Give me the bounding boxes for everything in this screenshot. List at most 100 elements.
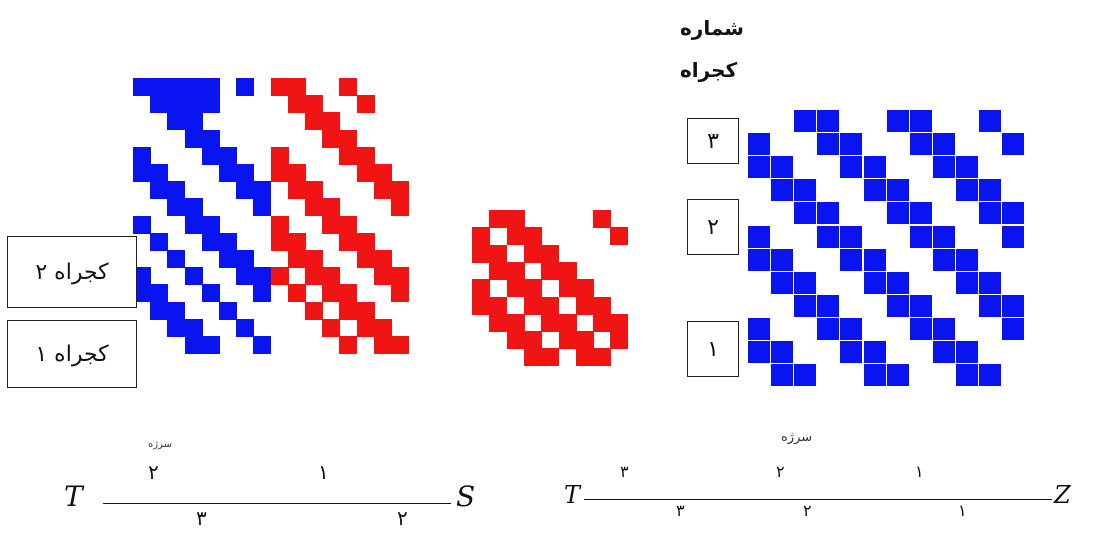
title-line-1: شماره (680, 16, 744, 40)
blue-cell (133, 78, 151, 96)
blue-cell (167, 198, 185, 216)
red-cell (322, 284, 340, 302)
blue-cell (219, 250, 237, 268)
blue-cell (864, 364, 886, 386)
red-cell (322, 216, 340, 234)
label-diagonal-2-text: کجراه ۲ (35, 259, 109, 285)
red-cell (322, 198, 340, 216)
red-cell (288, 95, 306, 113)
blue-cell (979, 179, 1001, 201)
blue-cell (167, 319, 185, 337)
blue-cell (771, 341, 793, 363)
red-cell (391, 284, 409, 302)
red-cell (507, 331, 525, 349)
red-cell (288, 164, 306, 182)
blue-cell (253, 284, 271, 302)
red-cell (271, 216, 289, 234)
right-top-number-1: ۳ (620, 462, 629, 481)
blue-cell (887, 295, 909, 317)
red-cell (391, 181, 409, 199)
blue-cell (236, 164, 254, 182)
red-cell (489, 314, 507, 332)
red-cell (374, 250, 392, 268)
blue-cell (840, 341, 862, 363)
blue-cell (1002, 295, 1024, 317)
red-cell (576, 331, 594, 349)
blue-cell (202, 336, 220, 354)
blue-cell (202, 147, 220, 165)
red-cell (610, 331, 628, 349)
row-number-1: ۱ (687, 321, 739, 377)
red-cell (593, 314, 611, 332)
blue-cell (910, 226, 932, 248)
blue-cell (956, 249, 978, 271)
blue-cell (771, 156, 793, 178)
left-bottom-number-1: ۳ (196, 506, 207, 530)
red-cell (610, 314, 628, 332)
blue-cell (1002, 318, 1024, 340)
red-cell (271, 147, 289, 165)
blue-cell (956, 364, 978, 386)
red-cell (507, 262, 525, 280)
red-cell (288, 284, 306, 302)
blue-cell (219, 302, 237, 320)
blue-cell (910, 295, 932, 317)
blue-cell (748, 249, 770, 271)
left-top-number-1: ۲ (148, 460, 159, 484)
red-cell (472, 245, 490, 263)
red-cell (593, 210, 611, 228)
right-end-letter: Z (1054, 481, 1071, 509)
red-cell (322, 112, 340, 130)
red-cell (339, 284, 357, 302)
blue-cell (817, 133, 839, 155)
blue-cell (794, 110, 816, 132)
red-cell (339, 302, 357, 320)
blue-cell (253, 181, 271, 199)
red-cell (489, 262, 507, 280)
blue-cell (933, 318, 955, 340)
blue-cell (150, 233, 168, 251)
blue-cell (794, 364, 816, 386)
blue-cell (253, 198, 271, 216)
blue-cell (887, 110, 909, 132)
red-cell (339, 147, 357, 165)
left-start-letter: T (64, 480, 83, 513)
row-number-2-text: ۲ (707, 214, 719, 240)
red-cell (339, 233, 357, 251)
blue-cell (748, 341, 770, 363)
blue-cell (185, 112, 203, 130)
red-cell (357, 95, 375, 113)
blue-cell (150, 302, 168, 320)
blue-cell (794, 272, 816, 294)
red-cell (271, 164, 289, 182)
blue-cell (933, 133, 955, 155)
blue-cell (771, 364, 793, 386)
blue-cell (167, 95, 185, 113)
red-cell (489, 210, 507, 228)
blue-cell (794, 202, 816, 224)
red-cell (541, 245, 559, 263)
blue-cell (1002, 202, 1024, 224)
red-cell (524, 297, 542, 315)
blue-cell (887, 272, 909, 294)
blue-cell (910, 110, 932, 132)
red-cell (507, 210, 525, 228)
red-cell (489, 297, 507, 315)
blue-cell (933, 341, 955, 363)
blue-cell (133, 216, 151, 234)
blue-cell (167, 181, 185, 199)
label-diagonal-1-text: کجراه ۱ (35, 341, 109, 367)
blue-cell (864, 156, 886, 178)
red-cell (357, 233, 375, 251)
blue-cell (933, 226, 955, 248)
red-cell (472, 227, 490, 245)
blue-cell (817, 318, 839, 340)
blue-cell (133, 164, 151, 182)
red-cell (339, 336, 357, 354)
blue-cell (817, 110, 839, 132)
blue-cell (817, 202, 839, 224)
red-cell (305, 267, 323, 285)
left-caption: سرژه (148, 439, 172, 450)
red-cell (288, 78, 306, 96)
left-axis-line (103, 503, 451, 504)
